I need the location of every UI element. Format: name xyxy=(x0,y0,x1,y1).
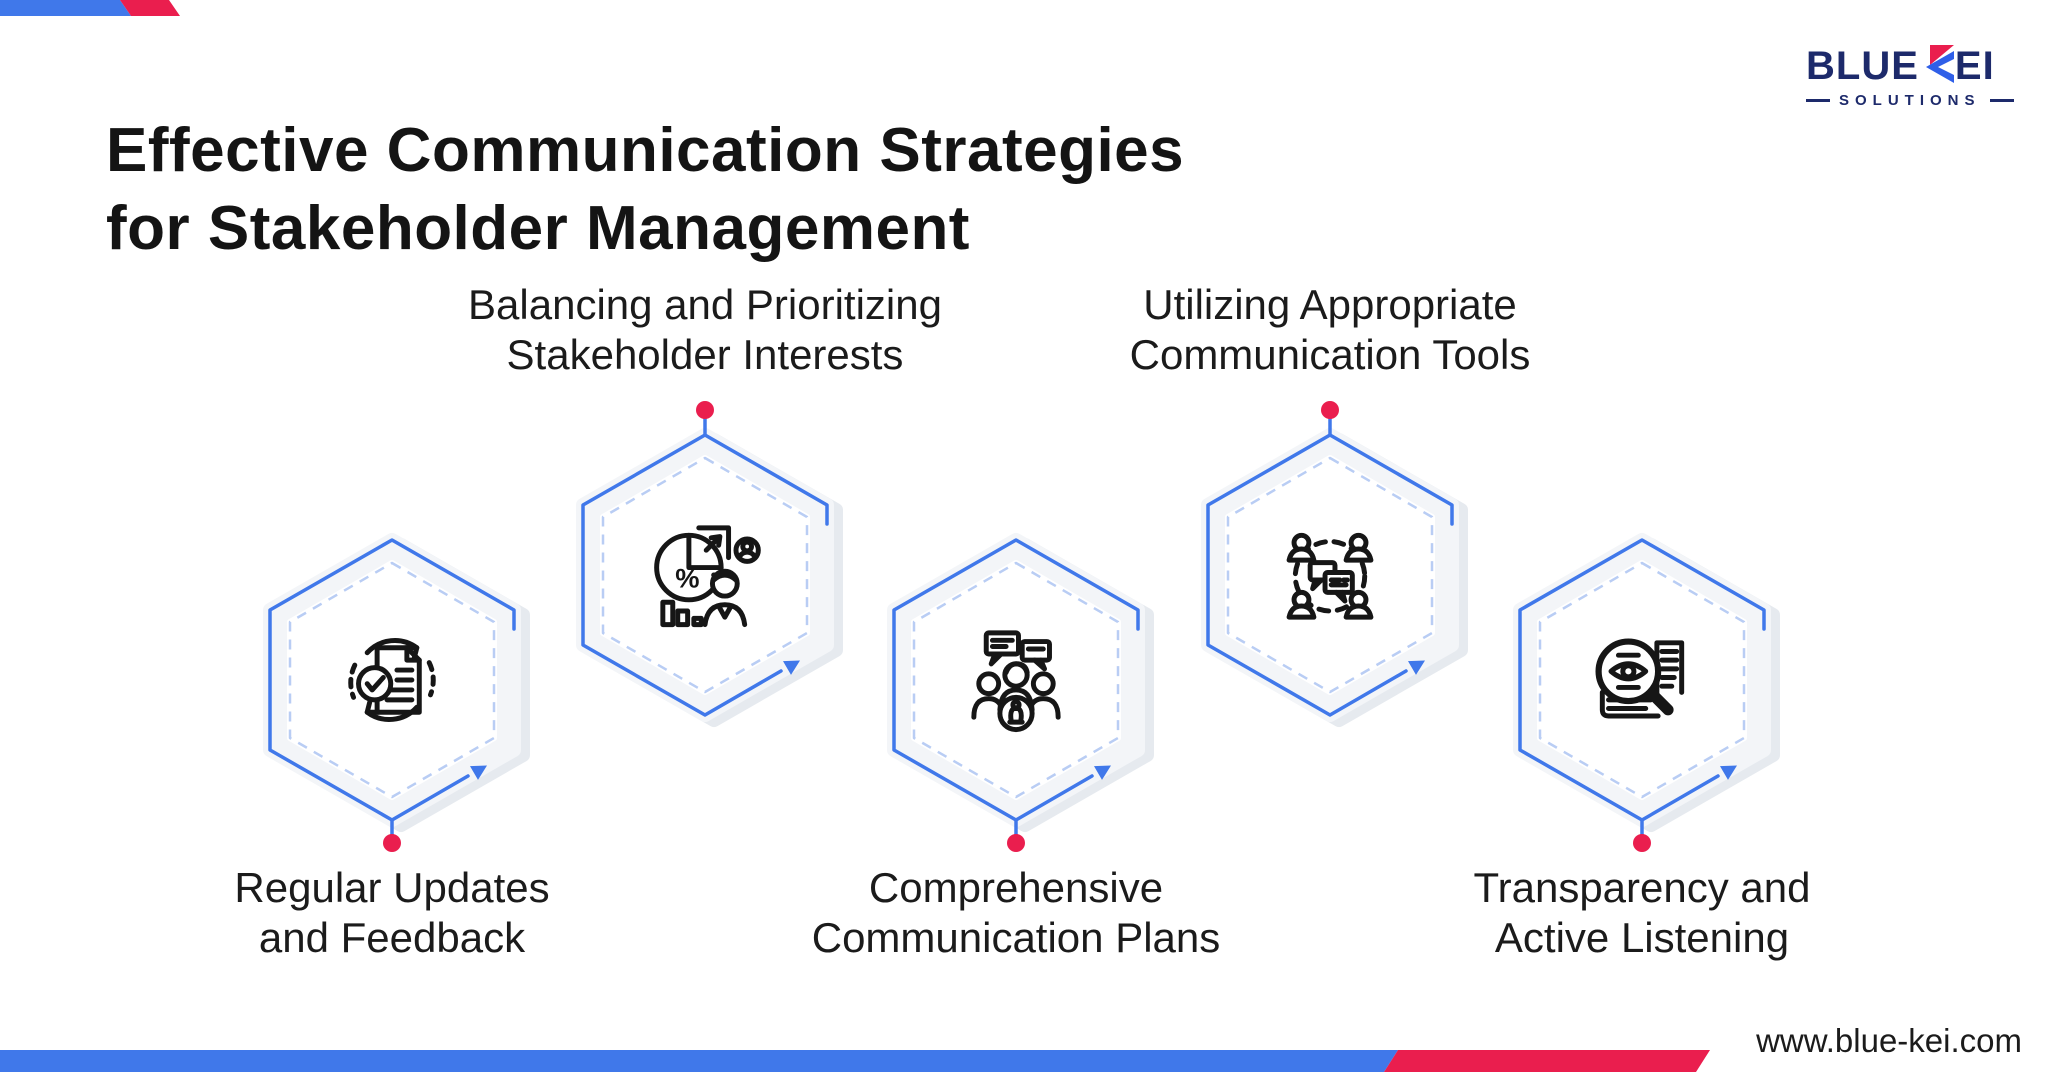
node-label-line1: Transparency and xyxy=(1473,864,1811,911)
node-label-line2: Communication Tools xyxy=(1129,331,1531,378)
logo-k-icon xyxy=(1925,44,1954,83)
logo-subtitle-text: SOLUTIONS xyxy=(1839,92,1981,109)
connector-top xyxy=(696,401,714,435)
hexagon-shape xyxy=(263,533,530,852)
hexagon-dashed-outline xyxy=(912,561,1120,799)
node-label-line2: Stakeholder Interests xyxy=(506,331,904,378)
hexagon-dashed-outline xyxy=(288,561,496,799)
hexagon-dashed-outline xyxy=(1226,456,1434,694)
node-label: Balancing and Prioritizing Stakeholder I… xyxy=(425,280,985,380)
blue-stripe xyxy=(0,0,131,16)
top-left-decoration xyxy=(0,0,180,16)
connector-dot xyxy=(696,401,714,419)
strategy-node-5: Transparency and Active Listening xyxy=(1474,465,1810,961)
connector-dot xyxy=(383,834,401,852)
node-label-line2: Active Listening xyxy=(1494,914,1790,961)
arrow-head-icon xyxy=(1094,765,1111,780)
svg-text:%: % xyxy=(675,562,699,593)
hexagon-dashed-outline xyxy=(1538,561,1746,799)
node-label-line1: Utilizing Appropriate xyxy=(1143,281,1517,328)
footer-bars xyxy=(0,1050,1710,1072)
connector-bottom xyxy=(1007,820,1025,852)
footer-red-bar xyxy=(1384,1050,1710,1072)
hexagon-blue-trace xyxy=(1206,433,1454,717)
page-title-line2: for Stakeholder Management xyxy=(106,193,970,263)
magnifier-eye-icon xyxy=(1580,618,1704,742)
strategy-node-3: Comprehensive Communication Plans xyxy=(812,465,1220,961)
bluekei-logo: BLUE EI SOLUTIONS xyxy=(1806,44,2046,109)
page-title-line1: Effective Communication Strategies xyxy=(106,115,1185,185)
connector-dot xyxy=(1321,401,1339,419)
node-label: Utilizing Appropriate Communication Tool… xyxy=(1050,280,1610,380)
node-label-line1: Regular Updates xyxy=(234,864,550,911)
pie-chart-analyst-icon: % xyxy=(643,513,767,637)
logo-dash-left xyxy=(1806,99,1830,102)
node-label-line1: Balancing and Prioritizing xyxy=(468,281,942,328)
hexagon-dashed-outline xyxy=(601,456,809,694)
logo-text-blue: BLUE xyxy=(1806,44,1919,88)
strategy-node-4: Utilizing Appropriate Communication Tool… xyxy=(1130,281,1530,790)
document-check-refresh-icon xyxy=(330,618,454,742)
red-stripe xyxy=(120,0,180,16)
node-label: Comprehensive Communication Plans xyxy=(736,863,1296,963)
node-label: Regular Updates and Feedback xyxy=(112,863,672,963)
node-label-line2: Communication Plans xyxy=(811,914,1221,961)
strategy-node-2: % Balancing and Prioritizing Stakeholder… xyxy=(468,281,942,790)
arrow-head-icon xyxy=(1408,660,1425,675)
connector-bottom xyxy=(1633,820,1651,852)
logo-wordmark: BLUE EI xyxy=(1806,44,2046,89)
logo-subtitle: SOLUTIONS xyxy=(1806,92,2046,109)
connector-top xyxy=(1321,401,1339,435)
node-label: Transparency and Active Listening xyxy=(1362,863,1922,963)
node-label-line1: Comprehensive xyxy=(868,864,1164,911)
node-label-line2: and Feedback xyxy=(258,914,526,961)
website-url: www.blue-kei.com xyxy=(1756,1022,2022,1059)
connector-dot xyxy=(1007,834,1025,852)
hexagon-blue-trace xyxy=(581,433,829,717)
page-title: Effective Communication Strategies for S… xyxy=(106,112,1184,268)
strategy-node-1: Regular Updates and Feedback xyxy=(234,465,550,961)
hexagon-shape xyxy=(1201,401,1468,727)
connector-dot xyxy=(1633,834,1651,852)
arrow-head-icon xyxy=(1720,765,1737,780)
arrow-head-icon xyxy=(783,660,800,675)
connector-bottom xyxy=(383,820,401,852)
team-discussion-icon xyxy=(954,618,1078,742)
communication-network-icon xyxy=(1268,513,1392,637)
arrow-head-icon xyxy=(470,765,487,780)
logo-dash-right xyxy=(1989,99,2014,102)
logo-text-kei: EI xyxy=(1954,44,1995,88)
footer-blue-bar xyxy=(0,1050,1398,1072)
